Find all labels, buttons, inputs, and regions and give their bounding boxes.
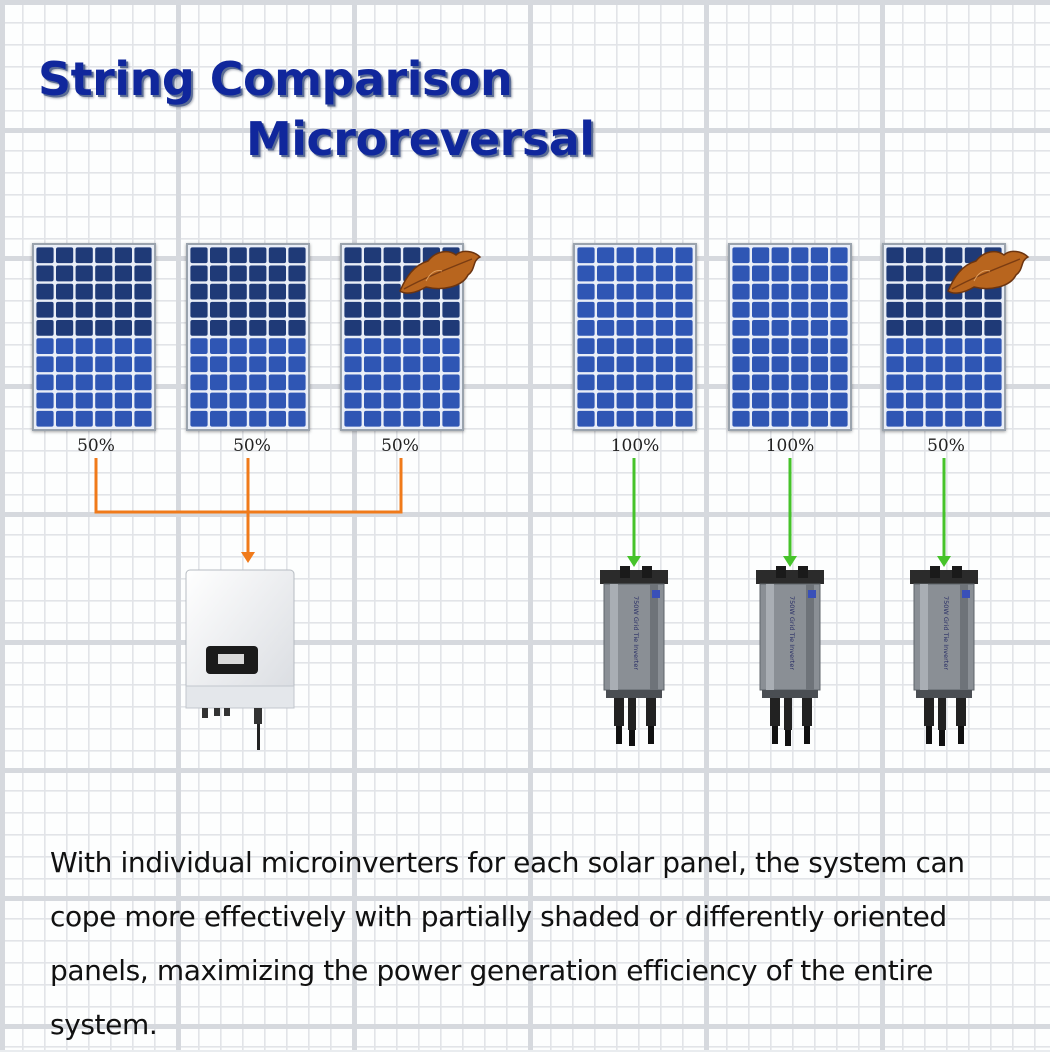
svg-text:750W Grid Tie Inverter: 750W Grid Tie Inverter [788, 596, 796, 670]
leaf-icon [399, 250, 482, 294]
solar-panel-micro-1 [573, 243, 697, 431]
svg-text:750W Grid Tie Inverter: 750W Grid Tie Inverter [632, 596, 640, 670]
description-text: With individual microinverters for each … [50, 846, 965, 1041]
solar-panel-string-2 [186, 243, 310, 431]
microinverter-1: 750W Grid Tie Inverter [600, 566, 668, 746]
micro-panel-2-percent: 100% [765, 436, 815, 456]
title-line-2: Microreversal [246, 112, 595, 166]
solar-panel-micro-2 [728, 243, 852, 431]
micro-panel-1-percent: 100% [610, 436, 660, 456]
leaf-icon [947, 250, 1030, 294]
solar-panel-micro-3 [882, 243, 1006, 431]
string-panel-1-percent: 50% [77, 436, 115, 456]
string-panel-2-percent: 50% [233, 436, 271, 456]
svg-text:750W Grid Tie Inverter: 750W Grid Tie Inverter [942, 596, 950, 670]
solar-panel-string-1 [32, 243, 156, 431]
string-inverter [185, 569, 295, 750]
micro-panel-3-percent: 50% [927, 436, 965, 456]
microinverter-2: 750W Grid Tie Inverter [756, 566, 824, 746]
microinverter-3: 750W Grid Tie Inverter [910, 566, 978, 746]
string-panel-3-percent: 50% [381, 436, 419, 456]
title-line-1: String Comparison [38, 52, 513, 106]
